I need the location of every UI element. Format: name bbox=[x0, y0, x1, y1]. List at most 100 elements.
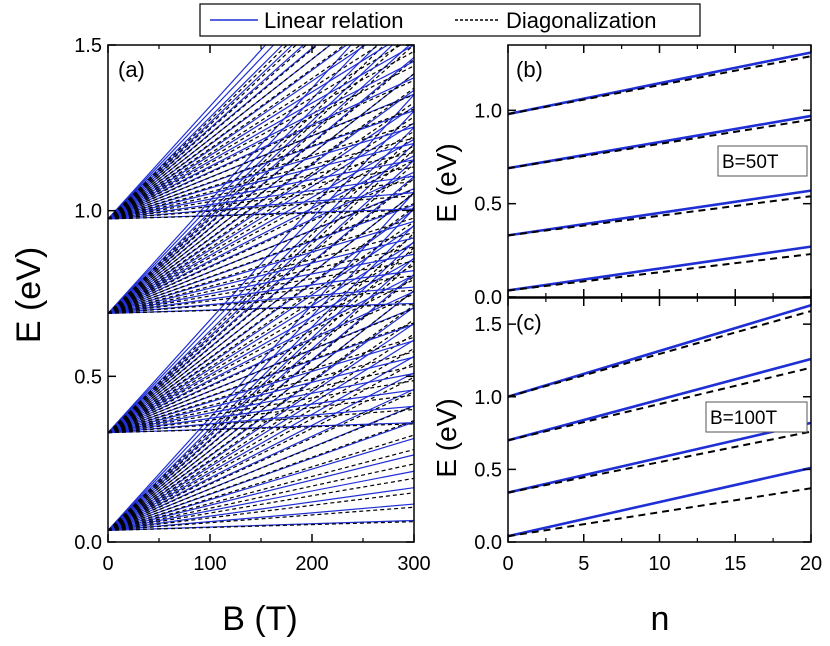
diag-line bbox=[107, 44, 385, 314]
linear-line bbox=[107, 192, 415, 531]
linear-line bbox=[107, 208, 415, 531]
panel-b-annotation-box bbox=[717, 145, 808, 177]
diag-line bbox=[507, 253, 812, 292]
panel-a-xlabel: B (T) bbox=[222, 600, 298, 638]
linear-line bbox=[107, 159, 415, 220]
panel-b-tag: (b) bbox=[516, 57, 543, 82]
xtick-label: 200 bbox=[295, 553, 328, 575]
panel-b: 0.00.51.0 (b) B=50T E (eV) bbox=[431, 44, 812, 309]
diag-line bbox=[107, 322, 415, 434]
diag-line bbox=[507, 430, 812, 494]
linear-line bbox=[107, 142, 415, 220]
linear-line bbox=[107, 122, 415, 314]
panel-c-annotation: B=100T bbox=[710, 408, 777, 429]
diag-line bbox=[107, 376, 415, 531]
legend: Linear relation Diagonalization bbox=[199, 3, 701, 37]
legend-linear-label: Linear relation bbox=[264, 8, 403, 33]
diag-line bbox=[107, 423, 415, 434]
diag-line bbox=[107, 209, 415, 220]
ytick-label: 0.0 bbox=[474, 287, 502, 309]
diag-line bbox=[107, 123, 415, 220]
linear-line bbox=[107, 126, 415, 220]
xtick-label: 100 bbox=[193, 553, 226, 575]
diag-line bbox=[107, 408, 415, 434]
linear-line bbox=[107, 44, 388, 220]
linear-line bbox=[107, 44, 274, 220]
linear-line bbox=[107, 44, 266, 220]
panel-b-ylabel: E (eV) bbox=[431, 143, 462, 222]
ytick-label: 1.0 bbox=[74, 201, 102, 223]
linear-line bbox=[107, 356, 415, 434]
linear-line bbox=[107, 44, 283, 220]
diag-line bbox=[107, 108, 415, 220]
diag-line bbox=[107, 50, 415, 220]
diag-line bbox=[107, 44, 415, 314]
diag-line bbox=[107, 195, 415, 220]
diag-line bbox=[107, 275, 415, 314]
linear-line bbox=[507, 466, 812, 538]
diag-line bbox=[107, 116, 415, 314]
ytick-label: 0.0 bbox=[474, 532, 502, 554]
linear-line bbox=[107, 340, 415, 434]
diag-line bbox=[107, 221, 415, 434]
diag-line bbox=[107, 44, 401, 220]
panel-c-annotation-box bbox=[705, 401, 808, 433]
diag-line bbox=[107, 347, 415, 531]
linear-line bbox=[107, 138, 415, 314]
diag-line bbox=[107, 250, 415, 434]
diag-line bbox=[107, 87, 415, 314]
xtick-label: 300 bbox=[397, 553, 430, 575]
xtick-label: 20 bbox=[800, 553, 822, 575]
linear-line bbox=[107, 258, 415, 434]
linear-line bbox=[107, 155, 415, 314]
linear-line bbox=[107, 44, 378, 314]
linear-line bbox=[507, 357, 812, 442]
ytick-label: 1.5 bbox=[474, 314, 502, 336]
diag-line bbox=[107, 44, 399, 314]
diag-line bbox=[107, 159, 415, 314]
linear-line bbox=[107, 339, 415, 531]
linear-line bbox=[107, 270, 415, 314]
diag-line bbox=[107, 151, 415, 220]
xtick-label: 0 bbox=[502, 553, 513, 575]
linear-line bbox=[107, 94, 415, 434]
ytick-label: 0.5 bbox=[474, 194, 502, 216]
linear-line bbox=[107, 60, 415, 220]
diag-line bbox=[107, 217, 415, 314]
diag-line bbox=[107, 521, 415, 532]
diag-line bbox=[107, 333, 415, 531]
linear-line bbox=[107, 323, 415, 531]
diag-line bbox=[107, 44, 331, 220]
legend-box bbox=[199, 3, 701, 37]
diag-line bbox=[507, 366, 812, 442]
diag-line bbox=[107, 166, 415, 220]
diag-line bbox=[107, 304, 415, 314]
linear-line bbox=[107, 237, 415, 314]
panel-c-ylabel: E (eV) bbox=[431, 398, 462, 477]
ytick-label: 1.0 bbox=[474, 387, 502, 409]
diag-line bbox=[107, 319, 415, 531]
diag-line bbox=[107, 44, 318, 220]
diag-line bbox=[107, 44, 361, 220]
diag-line bbox=[107, 130, 415, 314]
ytick-label: 1.5 bbox=[74, 35, 102, 57]
diag-line bbox=[107, 65, 415, 220]
diag-line bbox=[107, 405, 415, 531]
linear-line bbox=[107, 257, 415, 531]
diag-line bbox=[107, 102, 415, 314]
diag-line bbox=[107, 290, 415, 531]
diag-line bbox=[107, 434, 415, 531]
diag-line bbox=[107, 394, 415, 434]
panel-a-tag: (a) bbox=[118, 57, 145, 82]
diag-line bbox=[107, 365, 415, 434]
ytick-label: 0.0 bbox=[74, 532, 102, 554]
diag-line bbox=[107, 178, 415, 434]
ytick-label: 1.0 bbox=[474, 100, 502, 122]
diag-line bbox=[507, 487, 812, 538]
diag-line bbox=[107, 351, 415, 434]
panel-a-lines bbox=[107, 44, 415, 532]
diag-line bbox=[107, 463, 415, 531]
